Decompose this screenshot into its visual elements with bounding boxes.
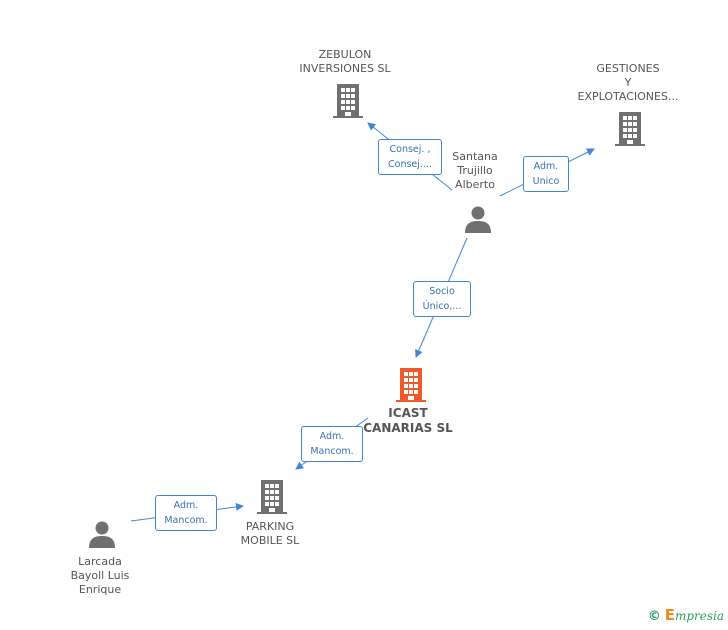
node-name-line: CANARIAS SL: [363, 421, 453, 435]
edge-label-line: Mancom.: [164, 515, 208, 526]
node-name-line: PARKING: [245, 520, 295, 533]
edge-label-line: Consej....: [388, 159, 432, 170]
building-icon[interactable]: [615, 112, 645, 146]
node-name-line: Enrique: [78, 583, 122, 596]
node-name-line: EXPLOTACIONES...: [577, 90, 679, 103]
node-name-line: Larcada: [78, 555, 122, 568]
node-name-line: MOBILE SL: [240, 534, 300, 547]
building-icon[interactable]: [333, 84, 363, 118]
edge-label-line: Adm.: [173, 500, 199, 511]
node-name-line: Alberto: [455, 178, 495, 191]
edge-label-line: Consej. ,: [389, 144, 431, 155]
edge-label-larcada-parking[interactable]: Adm. Mancom.: [155, 495, 217, 531]
copyright-icon: ©: [647, 609, 661, 624]
edge-label-line: Único,...: [422, 301, 462, 312]
building-icon[interactable]: [396, 368, 426, 402]
person-icon[interactable]: [88, 520, 116, 548]
edge-label-santana-zebulon[interactable]: Consej. , Consej....: [378, 139, 442, 175]
brand-logo-initial: E: [664, 606, 675, 624]
node-label-icast[interactable]: ICAST CANARIAS SL: [358, 406, 458, 436]
node-name-line: Y: [624, 76, 632, 89]
person-icon[interactable]: [464, 205, 492, 233]
edge-label-line: Socio: [429, 286, 455, 297]
node-label-parking[interactable]: PARKING MOBILE SL: [225, 520, 315, 548]
node-name-line: INVERSIONES SL: [299, 62, 391, 75]
edge-label-santana-gestiones[interactable]: Adm. Unico: [523, 156, 569, 192]
node-name-line: Santana: [452, 150, 498, 163]
edge-label-line: Mancom.: [310, 446, 354, 457]
brand-logo-text: mpresia: [674, 609, 724, 623]
node-label-gestiones[interactable]: GESTIONES Y EXPLOTACIONES...: [568, 62, 688, 104]
node-name-line: ZEBULON: [318, 48, 372, 61]
node-label-zebulon[interactable]: ZEBULON INVERSIONES SL: [295, 48, 395, 76]
edge-label-line: Unico: [532, 176, 560, 187]
edge-label-line: Adm.: [533, 161, 559, 172]
node-label-larcada[interactable]: Larcada Bayoll Luis Enrique: [55, 555, 145, 597]
brand-footer[interactable]: © Empresia: [648, 606, 724, 624]
edge-label-line: Adm.: [319, 431, 345, 442]
node-name-line: GESTIONES: [596, 62, 660, 75]
node-name-line: Trujillo: [457, 164, 493, 177]
edge-label-santana-icast[interactable]: Socio Único,...: [413, 281, 471, 317]
node-name-line: ICAST: [388, 406, 428, 420]
building-icon[interactable]: [257, 480, 287, 514]
node-name-line: Bayoll Luis: [70, 569, 130, 582]
node-label-santana[interactable]: Santana Trujillo Alberto: [435, 150, 515, 192]
edge-label-icast-parking[interactable]: Adm. Mancom.: [301, 426, 363, 462]
